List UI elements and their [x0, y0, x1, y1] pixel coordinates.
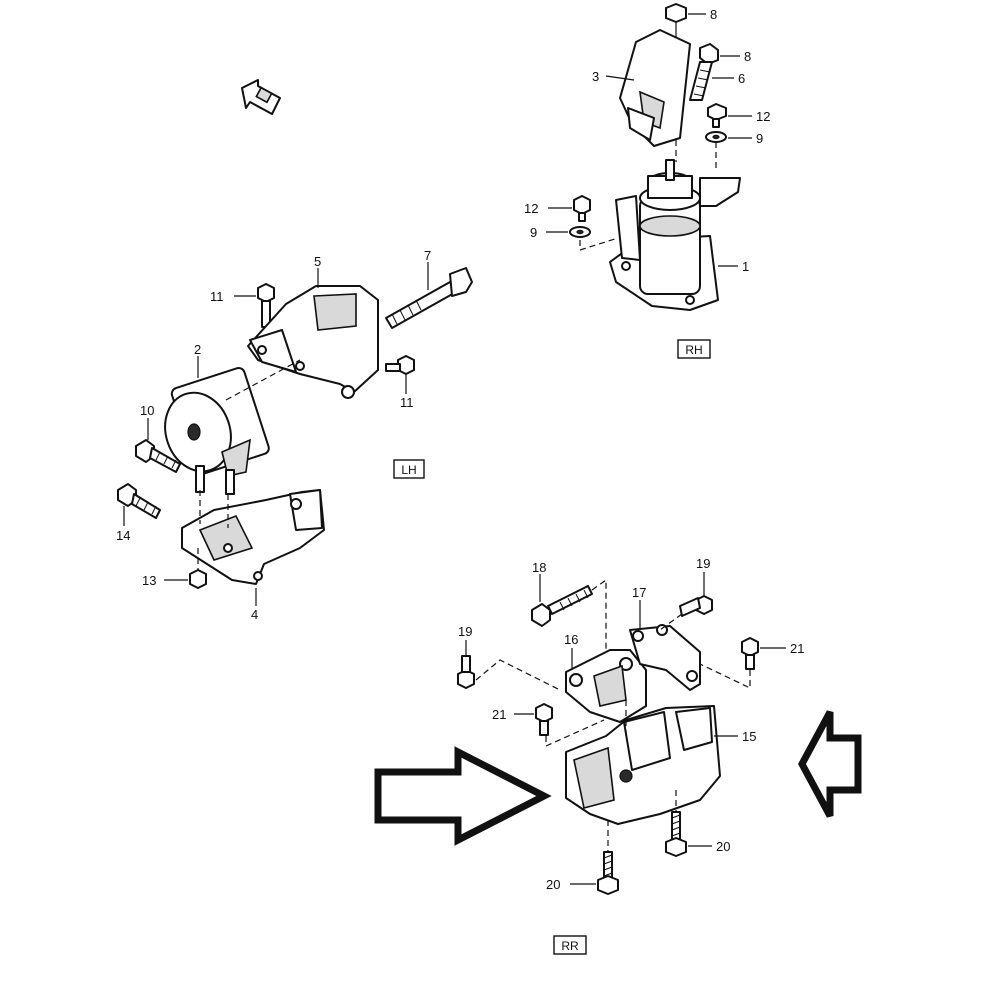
- part-6-stud: [689, 61, 734, 101]
- part-7-long-bolt: [385, 262, 473, 329]
- lh-view-tag-label: LH: [401, 463, 416, 477]
- callout-21-left: 21: [492, 707, 506, 722]
- callout-5: 5: [314, 254, 321, 269]
- callout-8-side: 8: [744, 49, 751, 64]
- part-18-bolt: [531, 574, 593, 627]
- part-12-bolt-left: [548, 195, 591, 222]
- part-8-nut-top: [665, 3, 706, 38]
- callout-15: 15: [742, 729, 756, 744]
- part-21-bolt-left: [514, 703, 553, 736]
- callout-21-right: 21: [790, 641, 804, 656]
- part-9-washer-right: [705, 131, 752, 143]
- callout-1: 1: [742, 259, 749, 274]
- part-9-washer-left: [546, 226, 591, 238]
- callout-4: 4: [251, 607, 258, 622]
- callout-19-right: 19: [696, 556, 710, 571]
- part-15-rr-mount: [565, 705, 738, 825]
- lh-mount-group: LH: [117, 262, 473, 606]
- rh-mount-group: RH: [546, 3, 752, 359]
- callout-2: 2: [194, 342, 201, 357]
- callout-8-top: 8: [710, 7, 717, 22]
- part-2-lh-mount: [164, 356, 270, 495]
- lh-view-tag: LH: [393, 459, 425, 479]
- part-14-bolt: [117, 483, 161, 526]
- rr-view-tag-label: RR: [561, 939, 579, 953]
- front-direction-arrow-icon: [241, 79, 281, 115]
- callout-9-right: 9: [756, 131, 763, 146]
- part-10-bolt: [135, 418, 181, 473]
- callout-11-side: 11: [400, 395, 414, 410]
- part-16-bracket: [565, 648, 647, 723]
- part-19-bolt-right: [679, 572, 713, 617]
- callout-17: 17: [632, 585, 646, 600]
- callout-18: 18: [532, 560, 546, 575]
- callout-19-left: 19: [458, 624, 472, 639]
- part-11-bolt-top: [234, 283, 275, 328]
- part-12-bolt-right: [707, 103, 752, 128]
- callout-labels: 8 8 3 6 12 9 12 9 1 5 7 11 2 11 10 14 13…: [116, 7, 804, 892]
- callout-10: 10: [140, 403, 154, 418]
- callout-11-top: 11: [210, 289, 224, 304]
- part-1-rh-mount: [609, 159, 741, 311]
- part-8-nut-side: [699, 43, 740, 65]
- rr-mount-group: RR: [457, 572, 786, 955]
- part-11-bolt-side: [385, 355, 415, 394]
- callout-3: 3: [592, 69, 599, 84]
- callout-7: 7: [424, 248, 431, 263]
- rh-view-tag-label: RH: [685, 343, 702, 357]
- part-5-lh-bracket: [247, 268, 379, 399]
- outline-arrow-left-icon: [798, 710, 862, 818]
- rh-view-tag: RH: [677, 339, 711, 359]
- part-20-bolt-right: [665, 811, 712, 857]
- outline-arrow-right-icon: [374, 746, 552, 846]
- part-20-bolt-left: [570, 851, 619, 895]
- part-19-bolt-left: [457, 640, 475, 689]
- callout-9-left: 9: [530, 225, 537, 240]
- rr-view-tag: RR: [553, 935, 587, 955]
- callout-13: 13: [142, 573, 156, 588]
- callout-14: 14: [116, 528, 130, 543]
- callout-12-right: 12: [756, 109, 770, 124]
- callout-16: 16: [564, 632, 578, 647]
- callout-6: 6: [738, 71, 745, 86]
- callout-20-right: 20: [716, 839, 730, 854]
- callout-12-left: 12: [524, 201, 538, 216]
- part-21-bolt-right: [741, 637, 786, 670]
- part-17-plate: [629, 600, 701, 691]
- callout-20-left: 20: [546, 877, 560, 892]
- part-4-lh-lower-bracket: [181, 489, 325, 606]
- part-3-upper-bracket: [605, 29, 691, 147]
- part-13-nut: [164, 569, 207, 589]
